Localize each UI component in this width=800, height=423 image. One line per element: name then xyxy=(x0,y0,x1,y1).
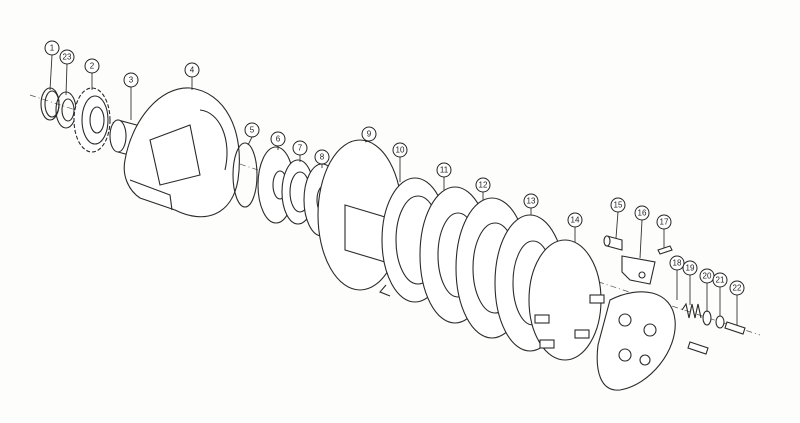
callout-number: 23 xyxy=(63,53,72,62)
callout-number: 10 xyxy=(396,146,405,155)
callout-9: 9 xyxy=(361,126,377,143)
callout-1: 1 xyxy=(44,40,60,91)
callout-21: 21 xyxy=(712,272,728,316)
callout-number: 14 xyxy=(571,216,580,225)
callout-10: 10 xyxy=(392,142,408,182)
callout-number: 15 xyxy=(614,201,623,210)
callout-23: 23 xyxy=(59,49,75,96)
callout-circle xyxy=(392,142,408,158)
callout-number: 11 xyxy=(440,166,449,175)
callout-number: 1 xyxy=(50,44,55,53)
callout-18: 18 xyxy=(669,255,685,300)
leader-line xyxy=(615,211,619,239)
callout-circle xyxy=(682,260,698,276)
part-14-spring-plate xyxy=(528,239,605,361)
callout-circle xyxy=(361,126,377,142)
callout-17: 17 xyxy=(656,214,672,248)
callout-number: 7 xyxy=(298,144,303,153)
callout-circle xyxy=(729,280,745,296)
callout-circle xyxy=(270,131,286,147)
part-17-pin xyxy=(657,245,673,255)
callout-20: 20 xyxy=(699,268,715,312)
callout-number: 6 xyxy=(276,135,281,144)
callout-circle xyxy=(475,177,491,193)
callout-number: 5 xyxy=(250,126,255,135)
callout-number: 8 xyxy=(320,153,325,162)
callout-2: 2 xyxy=(84,58,100,90)
callout-circle xyxy=(59,49,75,65)
callout-number: 17 xyxy=(660,218,669,227)
part-20-washer xyxy=(702,310,712,326)
callout-circle xyxy=(184,62,200,78)
part-22-screw xyxy=(724,321,746,335)
callout-circle xyxy=(669,255,685,271)
callout-12: 12 xyxy=(475,177,491,200)
callout-number: 2 xyxy=(90,62,95,71)
leader-line xyxy=(49,54,53,91)
part-2-sprocket xyxy=(73,87,111,153)
callout-22: 22 xyxy=(729,280,745,325)
callout-3: 3 xyxy=(123,72,139,120)
part-23-washer xyxy=(55,91,77,129)
callout-number: 22 xyxy=(733,284,742,293)
part-4-clutch-housing xyxy=(123,87,240,218)
callout-number: 4 xyxy=(190,66,195,75)
leader-line xyxy=(639,219,643,259)
callout-4: 4 xyxy=(184,62,200,90)
callout-number: 3 xyxy=(129,76,134,85)
callout-8: 8 xyxy=(314,149,330,168)
callout-19: 19 xyxy=(682,260,698,305)
callout-number: 13 xyxy=(527,197,536,206)
callout-circle xyxy=(314,149,330,165)
callout-16: 16 xyxy=(634,205,650,259)
callout-circle xyxy=(292,140,308,156)
callout-number: 16 xyxy=(638,209,647,218)
callout-circle xyxy=(123,72,139,88)
callout-number: 20 xyxy=(703,272,712,281)
callout-circle xyxy=(610,197,626,213)
callout-number: 12 xyxy=(479,181,488,190)
part-18-cover xyxy=(596,291,709,391)
leader-line xyxy=(65,63,68,96)
callout-circle xyxy=(656,214,672,230)
callout-5: 5 xyxy=(244,122,260,146)
callout-number: 18 xyxy=(673,259,682,268)
callout-number: 19 xyxy=(686,264,695,273)
callout-circle xyxy=(523,193,539,209)
callout-circle xyxy=(44,40,60,56)
part-16-bracket xyxy=(621,255,656,285)
callout-14: 14 xyxy=(567,212,583,242)
callout-circle xyxy=(244,122,260,138)
callout-6: 6 xyxy=(270,131,286,150)
part-21-nut xyxy=(715,315,725,329)
callout-11: 11 xyxy=(436,162,452,190)
part-15-bushing xyxy=(603,235,623,251)
callout-15: 15 xyxy=(610,197,626,239)
callout-7: 7 xyxy=(292,140,308,162)
callout-circle xyxy=(436,162,452,178)
callout-circle xyxy=(567,212,583,228)
callout-number: 21 xyxy=(716,276,725,285)
callout-13: 13 xyxy=(523,193,539,215)
part-5-ring xyxy=(232,142,258,208)
callout-circle xyxy=(712,272,728,288)
leader-line xyxy=(247,136,253,146)
callout-circle xyxy=(634,205,650,221)
part-19-spring xyxy=(681,302,702,319)
callout-number: 9 xyxy=(367,130,372,139)
callout-circle xyxy=(84,58,100,74)
